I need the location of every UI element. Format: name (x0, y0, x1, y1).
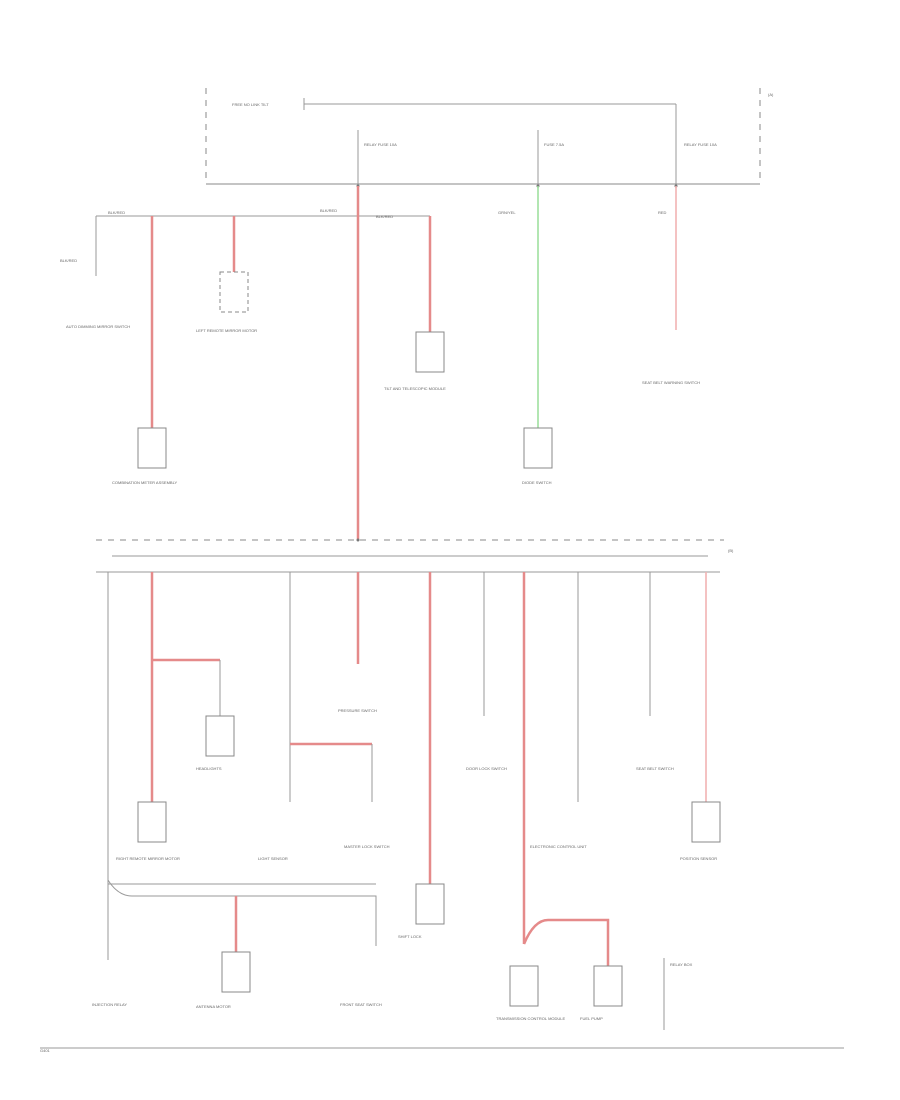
component-injection-relay: INJECTION RELAY (92, 1002, 127, 1007)
component-pressure-switch: PRESSURE SWITCH (338, 708, 377, 713)
antenna-motor-box (221, 951, 251, 993)
component-antenna-motor: ANTENNA MOTOR (196, 1004, 231, 1009)
component-front-seat-switch: FRONT SEAT SWITCH (340, 1002, 382, 1007)
component-headlights: HEADLIGHTS (196, 766, 222, 771)
combination-meter-box (137, 427, 167, 469)
component-ecu: ELECTRONIC CONTROL UNIT (530, 844, 587, 849)
fuse-block: FREE NO LINK TILT (A) RELAY FUSE 10A FUS… (205, 88, 774, 188)
lower-bus: (B) (96, 538, 734, 573)
component-shift-lock: SHIFT LOCK (398, 934, 422, 939)
lower-drops: HEADLIGHTS RIGHT REMOTE MIRROR MOTOR LIG… (40, 572, 844, 1053)
fuel-pump-box (593, 965, 623, 1007)
component-door-lock: DOOR LOCK SWITCH (466, 766, 507, 771)
component-seat-belt-warning: SEAT BELT WARNING SWITCH (642, 380, 700, 385)
component-position-sensor: POSITION SENSOR (680, 856, 717, 861)
left-mirror-box (219, 271, 249, 313)
upper-ground-label: BLK/RED (60, 258, 77, 263)
component-relay-box: RELAY BOX (670, 962, 693, 967)
trunk-junction (356, 538, 360, 542)
component-seat-belt-switch: SEAT BELT SWITCH (636, 766, 674, 771)
fuse-3-label: RELAY FUSE 10A (684, 142, 717, 147)
splice-branch (107, 879, 377, 946)
lower-bus-tag: (B) (728, 548, 734, 553)
component-auto-dimming-mirror: AUTO DIMMING MIRROR SWITCH (66, 324, 130, 329)
fuse-1-label: RELAY FUSE 10A (364, 142, 397, 147)
fuse-2-label: FUSE 7.5A (544, 142, 564, 147)
ground-tag: G401 (40, 1048, 51, 1053)
upper-branch-mid-label: BLK/RED (320, 208, 337, 213)
right-mirror-box (137, 801, 167, 843)
component-light-sensor: LIGHT SENSOR (258, 856, 288, 861)
transmission-box (509, 965, 539, 1007)
component-fuel-pump: FUEL PUMP (580, 1016, 603, 1021)
component-left-mirror: LEFT REMOTE MIRROR MOTOR (196, 328, 257, 333)
component-transmission: TRANSMISSION CONTROL MODULE (496, 1016, 566, 1021)
position-sensor-box (691, 801, 721, 843)
headlights-box (205, 715, 235, 757)
red-branch-fuel-pump (522, 918, 610, 966)
fuse-block-tag: (A) (768, 92, 774, 97)
shift-lock-box (415, 883, 445, 925)
component-right-mirror: RIGHT REMOTE MIRROR MOTOR (116, 856, 180, 861)
component-diode-switch: DIODE SWITCH (522, 480, 552, 485)
upper-branches: BLK/RED BLK/RED BLK/RED BLK/RED COMBINAT… (60, 186, 700, 540)
component-master-lock: MASTER LOCK SWITCH (344, 844, 390, 849)
upper-branch-right-label: BLK/RED (376, 214, 393, 219)
green-wire-label: GRN/YEL (498, 210, 516, 215)
tilt-module-box (415, 331, 445, 373)
component-combination-meter: COMBINATION METER ASSEMBLY (112, 480, 178, 485)
diode-switch-box (523, 427, 553, 469)
red-wire-right-label: RED (658, 210, 667, 215)
fuse-link-label: FREE NO LINK TILT (232, 102, 269, 107)
upper-branch-left-label: BLK/RED (108, 210, 125, 215)
component-tilt-module: TILT AND TELESCOPIC MODULE (384, 386, 446, 391)
